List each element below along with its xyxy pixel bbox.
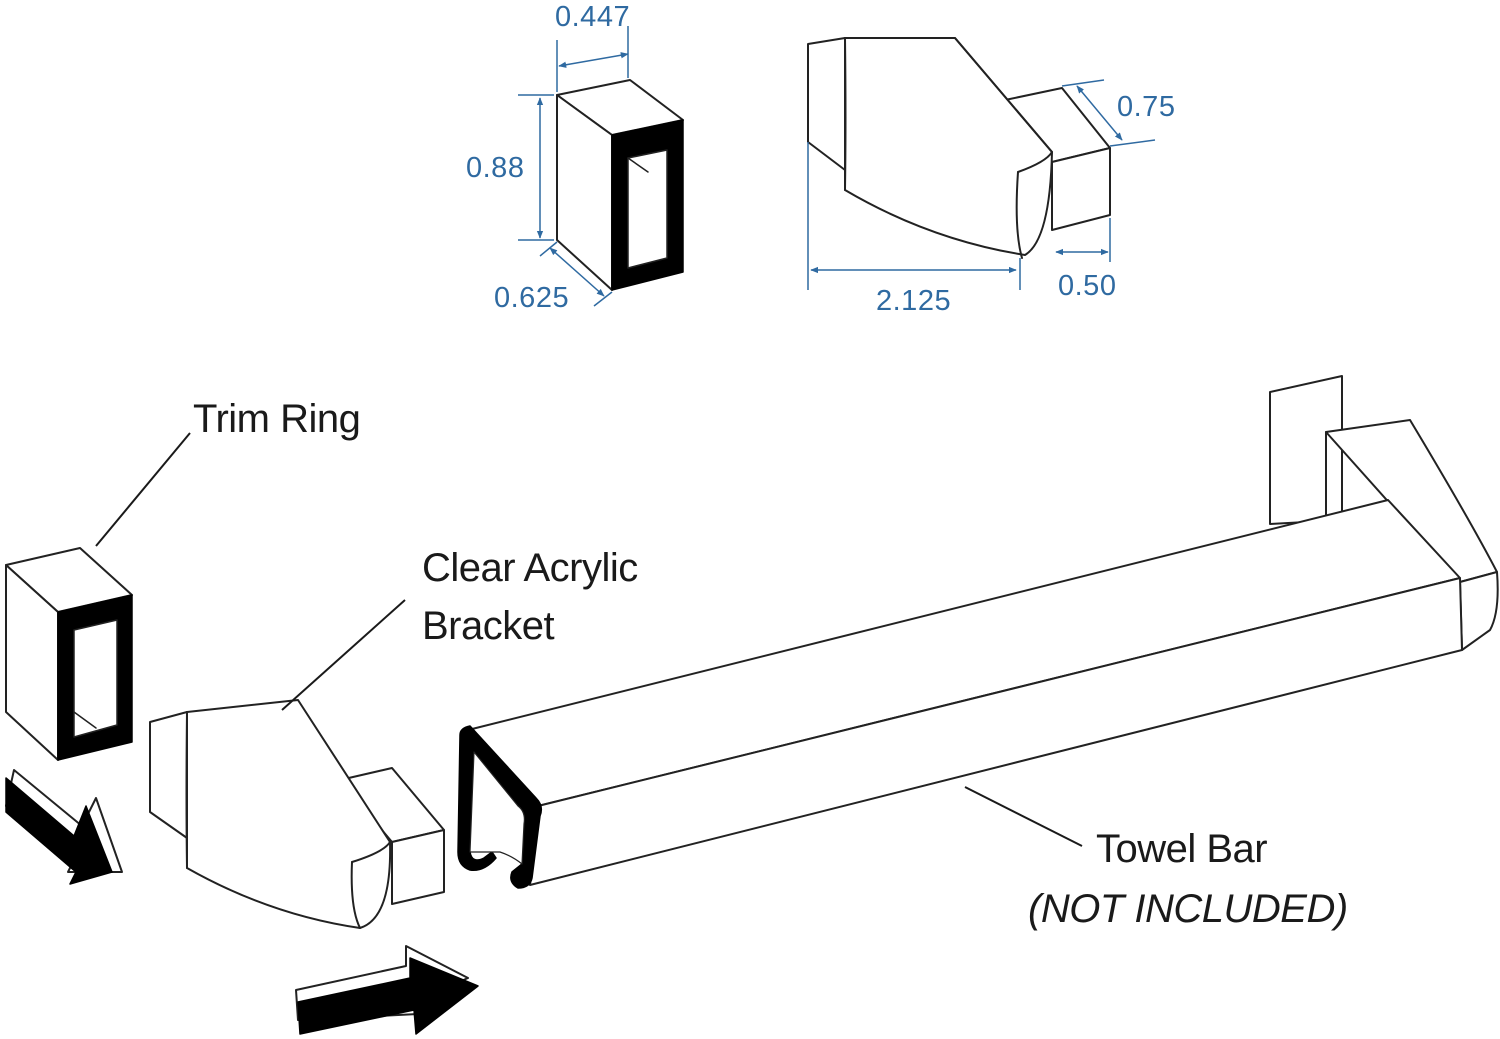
towel-bar — [457, 375, 1499, 889]
dim-tab-height-text: 0.75 — [1117, 91, 1175, 123]
bracket-label-line1: Clear Acrylic — [422, 546, 638, 590]
not-included-label: (NOT INCLUDED) — [1028, 887, 1348, 931]
arrow-down-right-icon — [5, 769, 123, 885]
dim-trim-height-text: 0.88 — [466, 152, 524, 184]
arrow-right-icon — [295, 945, 479, 1035]
towel-bar-leader — [964, 786, 1083, 847]
bracket-dimension-view — [807, 37, 1111, 259]
trim-ring-dimension-view — [556, 79, 684, 291]
bracket-label-line2: Bracket — [422, 604, 554, 648]
dim-trim-width-text: 0.447 — [555, 1, 630, 33]
bracket-body — [844, 37, 1053, 256]
dim-line-trim-width — [558, 52, 629, 68]
trim-ring-opening — [627, 149, 668, 269]
dim-tab-length-text: 0.50 — [1058, 270, 1116, 302]
trim-ring-label: Trim Ring — [193, 397, 360, 441]
trim-ring-leader — [95, 432, 191, 547]
trim-ring-dimensions: 0.447 0.88 0.625 — [466, 1, 630, 314]
dim-bracket-length-text: 2.125 — [876, 285, 951, 317]
dim-line-trim-depth — [549, 247, 605, 297]
dim-trim-depth-text: 0.625 — [494, 282, 569, 314]
trim-ring-exploded — [5, 547, 133, 761]
bracket-leader — [281, 599, 406, 711]
towel-bar-label: Towel Bar — [1096, 827, 1267, 871]
bracket-dimensions: 2.125 0.75 0.50 — [807, 79, 1175, 317]
dim-line-tab-height — [1076, 85, 1123, 141]
bracket-exploded — [149, 699, 445, 929]
